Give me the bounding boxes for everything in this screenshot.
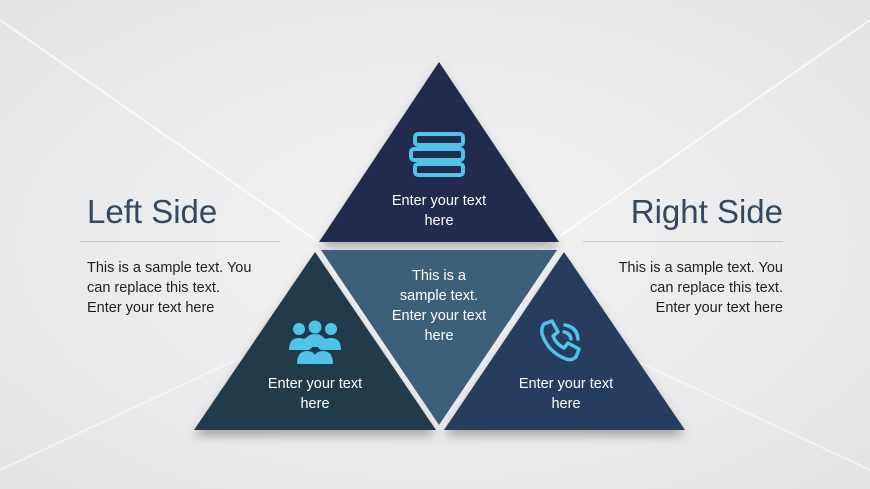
left-side-title: Left Side bbox=[87, 193, 218, 230]
phone-icon bbox=[540, 319, 581, 362]
pyramid-center-triangle bbox=[321, 250, 557, 425]
left-divider bbox=[80, 241, 280, 242]
pyramid-center-label: This is a sample text. Enter your text h… bbox=[391, 268, 487, 344]
right-side-title: Right Side bbox=[630, 193, 783, 230]
right-divider bbox=[583, 241, 783, 242]
pyramid-top-label: Enter your text here bbox=[391, 193, 487, 229]
pyramid-right-label: Enter your text here bbox=[518, 376, 614, 412]
pyramid-left-label: Enter your text here bbox=[267, 376, 363, 412]
pyramid-top-triangle bbox=[319, 62, 559, 242]
right-side-text: This is a sample text. You can replace t… bbox=[618, 260, 783, 316]
pyramid-right-triangle bbox=[444, 252, 685, 430]
people-group-icon bbox=[289, 320, 341, 364]
books-icon bbox=[409, 132, 465, 177]
left-side-text: This is a sample text. You can replace t… bbox=[87, 260, 252, 316]
